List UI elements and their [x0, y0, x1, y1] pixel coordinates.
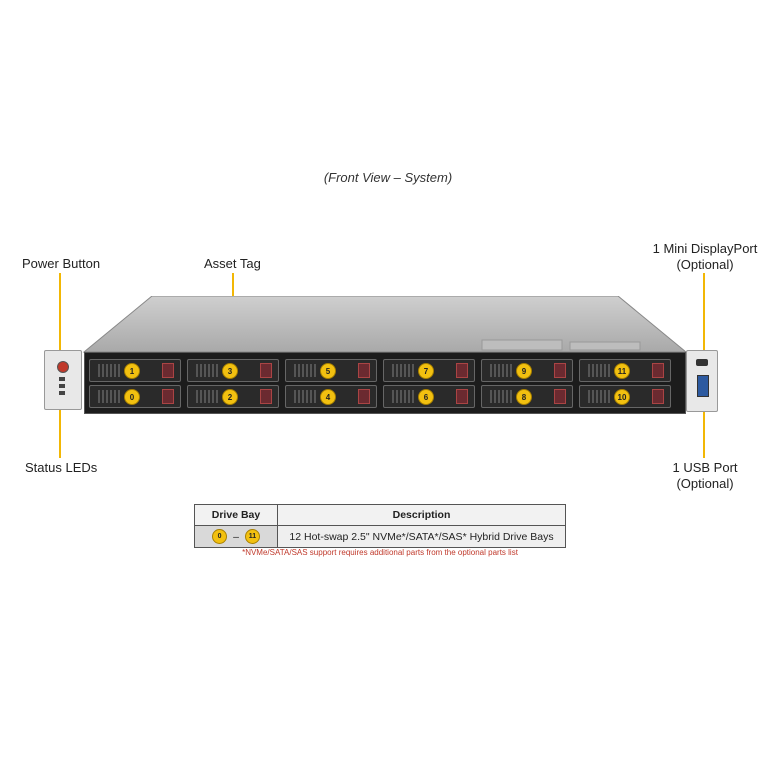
- bay-number-badge: 9: [516, 363, 532, 379]
- usb-port-callout-line: [703, 400, 705, 458]
- mini-displayport-label: 1 Mini DisplayPort (Optional): [640, 241, 770, 273]
- drive-bay[interactable]: 6: [383, 385, 475, 408]
- drive-bay[interactable]: 1: [89, 359, 181, 382]
- bay-grill: [392, 364, 414, 377]
- bay-number-badge: 10: [614, 389, 630, 405]
- bay-latch: [260, 363, 272, 378]
- bay-from-badge: 0: [212, 529, 228, 544]
- bay-grill: [490, 364, 512, 377]
- bay-grill: [588, 390, 610, 403]
- bay-number-badge: 4: [320, 389, 336, 405]
- drive-bay[interactable]: 7: [383, 359, 475, 382]
- drive-bay-table: Drive Bay Description 0–11 12 Hot-swap 2…: [194, 504, 566, 548]
- status-led-3: [59, 391, 65, 395]
- bay-latch: [358, 363, 370, 378]
- bay-number-badge: 11: [614, 363, 630, 379]
- bay-grill: [98, 364, 120, 377]
- asset-tag-label: Asset Tag: [204, 256, 261, 271]
- bay-latch: [260, 389, 272, 404]
- mini-displayport[interactable]: [696, 359, 708, 366]
- bay-latch: [652, 389, 664, 404]
- drive-bay[interactable]: 11: [579, 359, 671, 382]
- bay-latch: [162, 389, 174, 404]
- bay-number-badge: 3: [222, 363, 238, 379]
- status-leds-label: Status LEDs: [25, 460, 98, 475]
- bay-latch: [456, 389, 468, 404]
- power-button[interactable]: [57, 361, 69, 373]
- drive-bay[interactable]: 4: [285, 385, 377, 408]
- drive-bay[interactable]: 0: [89, 385, 181, 408]
- status-led-2: [59, 384, 65, 388]
- usb-port[interactable]: [697, 375, 709, 397]
- range-dash: –: [233, 530, 239, 543]
- bay-latch: [358, 389, 370, 404]
- mini-displayport-callout-line: [703, 273, 705, 358]
- footnote: *NVMe/SATA/SAS support requires addition…: [242, 548, 518, 557]
- bay-grill: [588, 364, 610, 377]
- usb-port-label-line1: 1 USB Port: [672, 460, 738, 475]
- bay-number-badge: 1: [124, 363, 140, 379]
- table-row: 0–11 12 Hot-swap 2.5" NVMe*/SATA*/SAS* H…: [194, 525, 566, 548]
- bay-latch: [554, 389, 566, 404]
- drive-bay[interactable]: 5: [285, 359, 377, 382]
- bay-latch: [456, 363, 468, 378]
- power-button-label: Power Button: [22, 256, 101, 271]
- usb-port-label: 1 USB Port (Optional): [640, 460, 770, 492]
- drive-bay[interactable]: 2: [187, 385, 279, 408]
- bay-number-badge: 8: [516, 389, 532, 405]
- table-header-row: Drive Bay Description: [194, 504, 566, 526]
- status-leds-callout-line: [59, 400, 61, 458]
- bay-latch: [652, 363, 664, 378]
- table-header-drive-bay: Drive Bay: [194, 504, 278, 526]
- mini-displayport-label-line1: 1 Mini DisplayPort: [652, 241, 758, 256]
- bay-latch: [554, 363, 566, 378]
- bay-to-badge: 11: [244, 529, 260, 544]
- mini-displayport-label-line2: (Optional): [676, 257, 734, 272]
- right-io-ear: [686, 350, 718, 412]
- left-control-ear: [44, 350, 82, 410]
- front-panel: 1 3 5 7 9 11 0 2 4 6 8 10: [84, 352, 686, 414]
- drive-bay[interactable]: 10: [579, 385, 671, 408]
- drive-bay-range: 0–11: [194, 525, 278, 548]
- table-header-description: Description: [277, 504, 566, 526]
- bay-number-badge: 0: [124, 389, 140, 405]
- usb-port-label-line2: (Optional): [676, 476, 734, 491]
- bay-grill: [196, 390, 218, 403]
- bay-grill: [196, 364, 218, 377]
- status-led-1: [59, 377, 65, 381]
- bay-latch: [162, 363, 174, 378]
- bay-number-badge: 2: [222, 389, 238, 405]
- figure-caption: (Front View – System): [323, 170, 453, 185]
- bay-grill: [294, 364, 316, 377]
- drive-bay[interactable]: 8: [481, 385, 573, 408]
- bay-grill: [490, 390, 512, 403]
- drive-bay-description: 12 Hot-swap 2.5" NVMe*/SATA*/SAS* Hybrid…: [277, 525, 566, 548]
- bay-number-badge: 5: [320, 363, 336, 379]
- bay-grill: [98, 390, 120, 403]
- power-button-callout-line: [59, 273, 61, 359]
- drive-bay[interactable]: 3: [187, 359, 279, 382]
- drive-bay[interactable]: 9: [481, 359, 573, 382]
- bay-number-badge: 6: [418, 389, 434, 405]
- bay-grill: [294, 390, 316, 403]
- bay-grill: [392, 390, 414, 403]
- chassis-top-cover: [82, 296, 688, 353]
- bay-number-badge: 7: [418, 363, 434, 379]
